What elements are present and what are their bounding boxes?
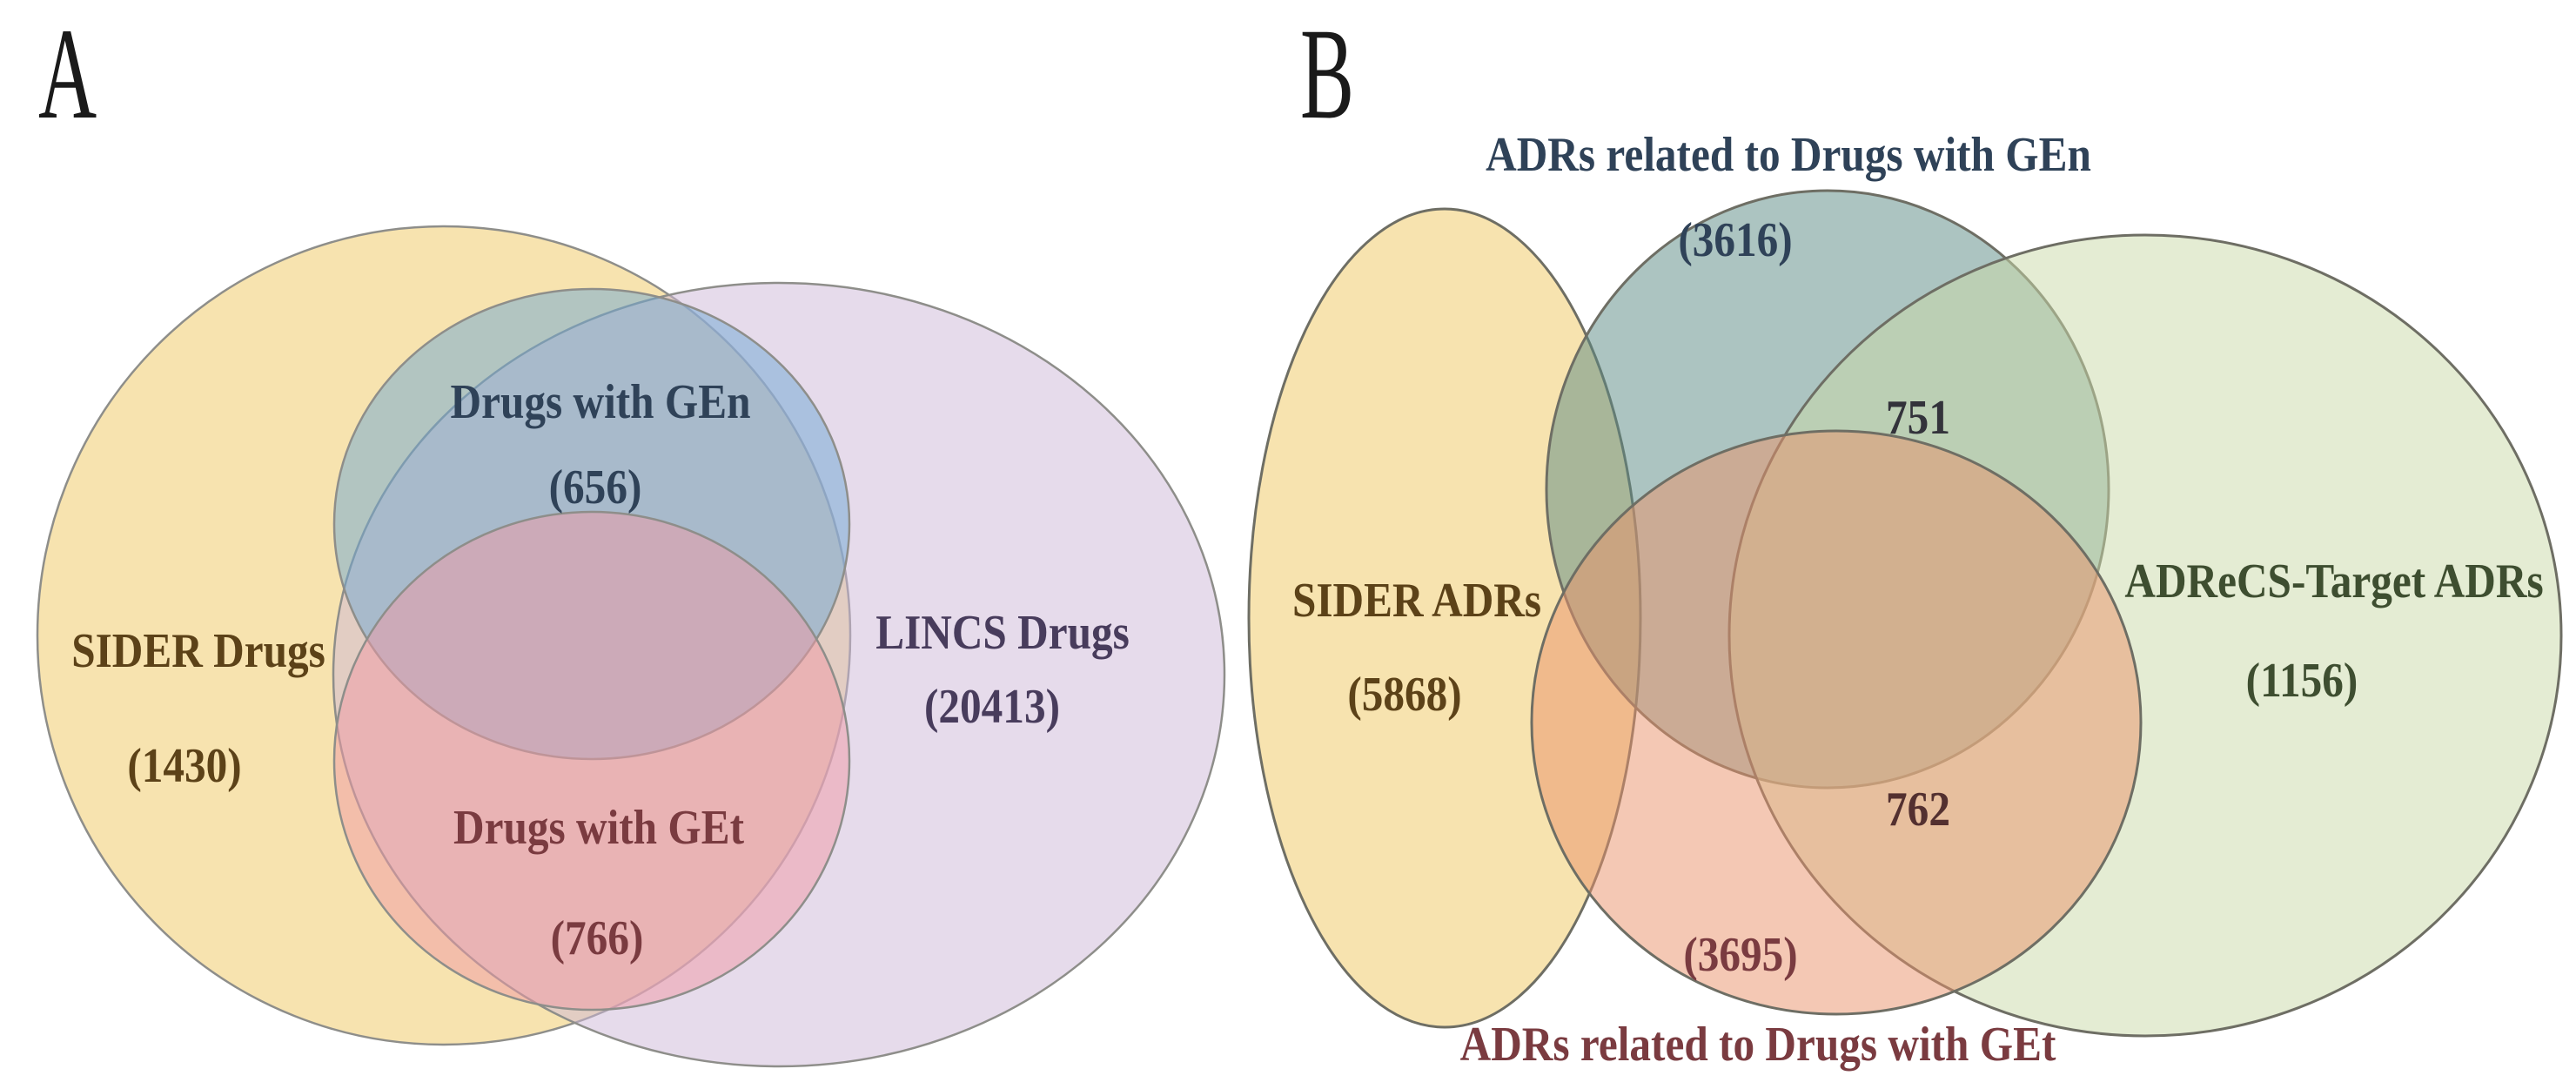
sider-adrs-label: SIDER ADRs bbox=[1292, 574, 1541, 628]
adrs-gen-title: ADRs related to Drugs with GEn bbox=[1486, 128, 2091, 182]
overlap-gen-adrecs-value: 751 bbox=[1886, 391, 1950, 445]
sider-drugs-count: (1430) bbox=[127, 739, 241, 793]
adrecs-target-adrs-count: (1156) bbox=[2246, 654, 2358, 708]
lincs-drugs-label: LINCS Drugs bbox=[875, 606, 1130, 660]
overlap-get-adrecs-value: 762 bbox=[1886, 783, 1950, 837]
drugs-with-get-label: Drugs with GEt bbox=[453, 801, 744, 855]
adrs-get-count: (3695) bbox=[1683, 928, 1797, 982]
adrs-get-title: ADRs related to Drugs with GEt bbox=[1460, 1018, 2056, 1072]
panel-b-label: B bbox=[1300, 2, 1354, 146]
panel-a-label: A bbox=[38, 2, 97, 146]
drugs-with-get-ellipse bbox=[332, 510, 851, 1012]
adrecs-target-adrs-label: ADReCS-Target ADRs bbox=[2124, 555, 2543, 608]
adrs-gen-count: (3616) bbox=[1678, 213, 1792, 267]
panel-a: A SIDER Drugs (1430) Drugs with GEn (656… bbox=[36, 2, 1226, 1068]
drugs-with-gen-count: (656) bbox=[549, 460, 642, 514]
adrs-get-ellipse bbox=[1530, 429, 2143, 1016]
panel-b: B ADRs related to Drugs with GEn ADRs re… bbox=[1247, 2, 2563, 1072]
sider-adrs-count: (5868) bbox=[1347, 668, 1461, 722]
drugs-with-get-count: (766) bbox=[551, 911, 644, 965]
sider-drugs-label: SIDER Drugs bbox=[71, 624, 325, 678]
drugs-with-gen-label: Drugs with GEn bbox=[451, 375, 751, 429]
lincs-drugs-count: (20413) bbox=[924, 680, 1060, 734]
